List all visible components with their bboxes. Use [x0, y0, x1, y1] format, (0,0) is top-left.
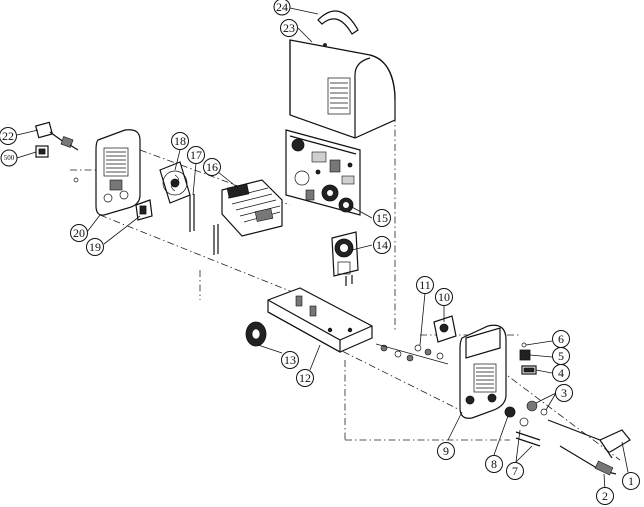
callout-11: 11: [416, 276, 434, 294]
callout-9: 9: [437, 442, 455, 460]
callout-15: 15: [373, 209, 391, 227]
transformer-part: [331, 231, 359, 286]
callout-1: 1: [622, 472, 640, 490]
callout-23: 23: [280, 19, 298, 37]
svg-text:12: 12: [299, 371, 311, 385]
svg-text:3: 3: [561, 386, 567, 400]
svg-text:24: 24: [276, 0, 288, 14]
callout-17: 17: [187, 146, 205, 164]
connectors-part: [504, 400, 548, 447]
callout-20: 20: [70, 224, 88, 242]
rear-panel-part: [95, 129, 141, 216]
pcb-board-part: [285, 129, 361, 216]
svg-text:18: 18: [174, 134, 186, 148]
svg-text:5: 5: [558, 349, 564, 363]
svg-text:10: 10: [438, 290, 450, 304]
callout-24: 24: [273, 0, 291, 16]
svg-text:19: 19: [89, 240, 101, 254]
cooling-fan-part: [159, 161, 191, 204]
knobs-part: [519, 342, 537, 375]
svg-text:17: 17: [190, 148, 202, 162]
bracket-part: [135, 199, 153, 221]
heatsink-part: [221, 179, 283, 237]
callout-18: 18: [171, 132, 189, 150]
support-rods-part: [189, 194, 219, 255]
svg-text:14: 14: [376, 238, 388, 252]
callout-13: 13: [281, 351, 299, 369]
svg-text:2: 2: [602, 489, 608, 503]
inductor-ring-part: [245, 321, 267, 347]
svg-text:16: 16: [206, 160, 218, 174]
svg-text:9: 9: [443, 444, 449, 458]
svg-text:13: 13: [284, 353, 296, 367]
front-panel-part: [459, 324, 507, 419]
base-plate-part: [267, 287, 373, 354]
svg-text:11: 11: [419, 278, 431, 292]
callout-7: 7: [506, 462, 524, 480]
fittings-part: [375, 315, 457, 365]
svg-text:22: 22: [2, 129, 14, 143]
svg-text:500: 500: [4, 154, 15, 162]
callout-22: 22: [0, 127, 17, 145]
callout-3: 3: [555, 384, 573, 402]
callout-16: 16: [203, 158, 221, 176]
callout-19: 19: [86, 238, 104, 256]
svg-text:7: 7: [512, 464, 518, 478]
callout-14: 14: [373, 236, 391, 254]
svg-text:4: 4: [558, 366, 564, 380]
callout-6: 6: [552, 330, 570, 348]
callout-4: 4: [552, 364, 570, 382]
callout-2: 2: [596, 487, 614, 505]
svg-text:6: 6: [558, 332, 564, 346]
callout-500: 500: [0, 149, 18, 167]
top-cover-part: [289, 39, 396, 139]
svg-text:1: 1: [628, 474, 634, 488]
callout-10: 10: [435, 288, 453, 306]
callout-5: 5: [552, 347, 570, 365]
leader-lines: [16, 7, 629, 491]
svg-text:15: 15: [376, 211, 388, 225]
power-cable-part: [34, 121, 79, 183]
svg-text:23: 23: [283, 21, 295, 35]
svg-text:20: 20: [73, 226, 85, 240]
callout-12: 12: [296, 369, 314, 387]
svg-text:8: 8: [491, 457, 497, 471]
welding-cables-part: [547, 419, 631, 476]
handle-part: [317, 10, 359, 35]
callout-8: 8: [485, 455, 503, 473]
